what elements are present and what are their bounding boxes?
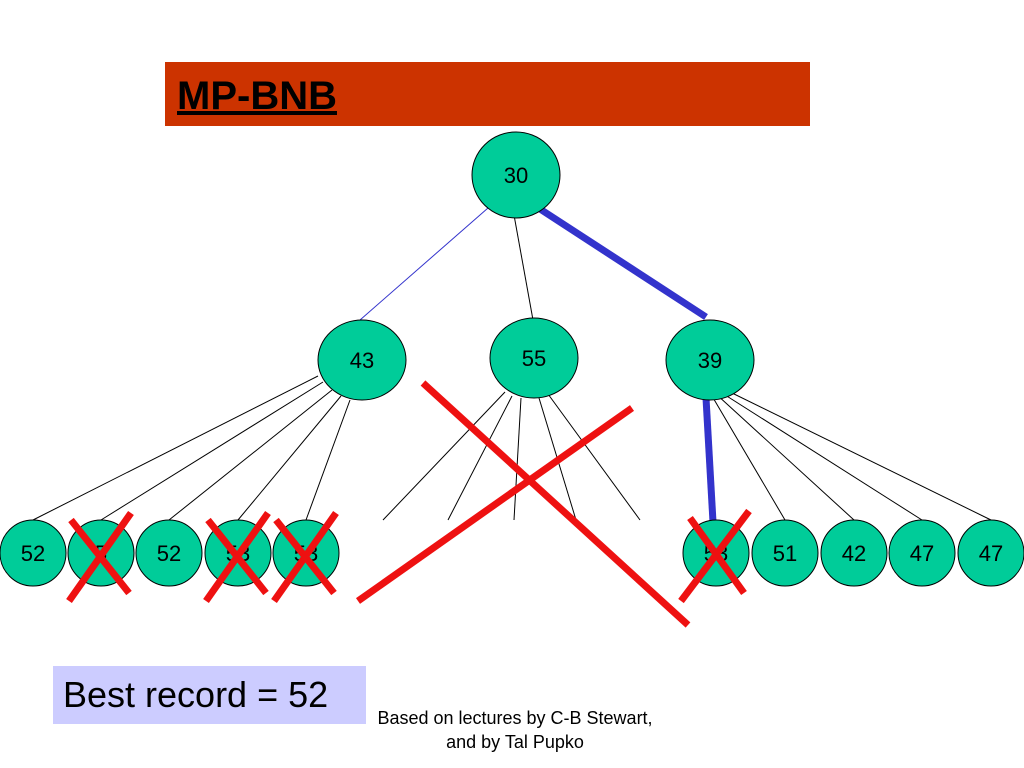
edge-55-branch-4 (547, 393, 641, 521)
leaf-39-3: 47 (888, 519, 956, 587)
footer-credit: Based on lectures by C-B Stewart, and by… (355, 706, 675, 754)
leaf-39-1: 51 (751, 519, 819, 587)
edge-root-39 (538, 206, 708, 320)
best-record-box: Best record = 52 (53, 666, 366, 724)
cross-43-1-stroke-b (66, 510, 134, 604)
node-n55-circle (489, 317, 579, 399)
prune-marks (66, 380, 752, 628)
cross-43-4 (271, 510, 339, 604)
footer-line-2: and by Tal Pupko (446, 732, 584, 752)
node-n55-label: 55 (522, 346, 546, 371)
leaf-39-4-circle (957, 519, 1024, 587)
cross-43-3-stroke-b (203, 510, 271, 604)
edge-43-leaf-3 (237, 395, 342, 521)
edge-43-leaf-2 (168, 389, 333, 521)
best-record-text: Best record = 52 (63, 674, 329, 715)
edge-55-branch-0 (382, 391, 506, 521)
cross-39-0-stroke-b (678, 508, 752, 604)
edge-39-leaf-3 (721, 392, 923, 521)
leaf-43-0-label: 52 (21, 541, 45, 566)
cross-subtree-55-stroke-a (420, 380, 691, 628)
leaf-39-1-circle (751, 519, 819, 587)
cross-39-0 (678, 508, 752, 604)
node-n43-label: 43 (350, 348, 374, 373)
leaf-43-0-circle (0, 519, 67, 587)
edge-39-leaf-2 (715, 393, 855, 521)
edge-39-leaf-4 (729, 391, 992, 521)
tree-edges (32, 206, 992, 523)
leaf-43-2-label: 52 (157, 541, 181, 566)
edge-55-branch-2 (513, 397, 522, 521)
cross-43-3 (203, 510, 271, 604)
leaf-39-1-label: 51 (773, 541, 797, 566)
cross-43-1 (66, 510, 134, 604)
edge-root-43 (359, 207, 489, 321)
edge-55-branch-1 (447, 395, 513, 521)
slide-title: MP-BNB (177, 74, 337, 118)
node-n43: 43 (317, 319, 407, 401)
cross-43-4-stroke-b (271, 510, 339, 604)
footer-line-1: Based on lectures by C-B Stewart, (377, 708, 653, 728)
edge-43-leaf-1 (100, 381, 324, 521)
tree-nodes: 304355395255253535351424747 (0, 131, 1024, 587)
leaf-39-3-label: 47 (910, 541, 934, 566)
leaf-43-2: 52 (135, 519, 203, 587)
title-bar: MP-BNB (165, 62, 810, 126)
leaf-43-2-circle (135, 519, 203, 587)
edge-43-leaf-4 (305, 399, 351, 521)
leaf-39-4-label: 47 (979, 541, 1003, 566)
node-n55: 55 (489, 317, 579, 399)
edge-39-leaf-0 (702, 397, 717, 523)
leaf-39-2-label: 42 (842, 541, 866, 566)
edge-43-leaf-0 (32, 375, 319, 521)
node-root: 30 (471, 131, 561, 219)
leaf-43-0: 52 (0, 519, 67, 587)
node-n39: 39 (665, 319, 755, 401)
leaf-39-4: 47 (957, 519, 1024, 587)
node-n43-circle (317, 319, 407, 401)
leaf-39-2: 42 (820, 519, 888, 587)
node-n39-circle (665, 319, 755, 401)
node-root-label: 30 (504, 163, 528, 188)
edge-39-leaf-1 (711, 395, 786, 521)
cross-subtree-55-stroke-b (355, 405, 635, 604)
node-n39-label: 39 (698, 348, 722, 373)
leaf-39-3-circle (888, 519, 956, 587)
edge-root-55 (513, 214, 534, 321)
node-root-circle (471, 131, 561, 219)
leaf-39-2-circle (820, 519, 888, 587)
cross-subtree-55 (355, 380, 691, 628)
